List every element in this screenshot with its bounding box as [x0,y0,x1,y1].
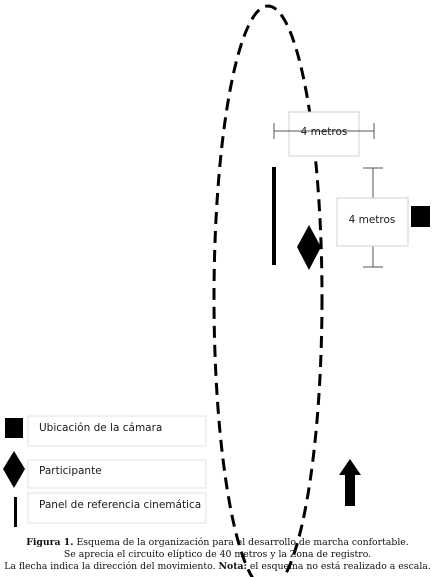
vertical-dimension: 4 metros [336,167,409,268]
legend-label-panel: Panel de referencia cinemática [39,499,201,511]
figure-label: Figura 1. [26,537,74,548]
caption-line-1: Figura 1. Esquema de la organización par… [0,537,435,549]
caption-line-2: Se aprecia el circuito elíptico de 40 me… [63,549,372,560]
legend-diamond-icon [3,451,25,488]
horizontal-dimension-label: 4 metros [301,126,348,138]
horizontal-dimension: 4 metros [273,111,375,157]
legend-square-icon [5,418,23,438]
legend: Ubicación de la cámara Participante Pane… [3,415,207,527]
horizontal-dimension-box [288,111,360,157]
camera-icon [411,206,430,227]
elliptical-circuit [212,4,324,577]
note-label: Nota: [218,561,247,572]
legend-label-camera: Ubicación de la cámara [39,422,162,434]
reference-panel [272,167,276,265]
caption-line-3: La flecha indica la dirección del movimi… [0,561,435,573]
caption-line-3-text: La flecha indica la dirección del movimi… [4,561,219,572]
figure-caption: Figura 1. Esquema de la organización par… [0,537,435,573]
vertical-dimension-box [336,197,409,247]
legend-item-participant: Participante [3,451,207,489]
legend-label-participant: Participante [39,465,102,477]
direction-arrow-icon [339,459,361,506]
vertical-dimension-label: 4 metros [349,214,396,226]
legend-item-camera: Ubicación de la cámara [5,415,207,447]
participant-diamond [297,225,321,270]
legend-bar-icon [14,497,17,527]
caption-line-1-text: Esquema de la organización para el desar… [73,537,409,548]
note-text: el esquema no está realizado a escala. [246,561,431,572]
legend-item-panel: Panel de referencia cinemática [14,492,207,527]
